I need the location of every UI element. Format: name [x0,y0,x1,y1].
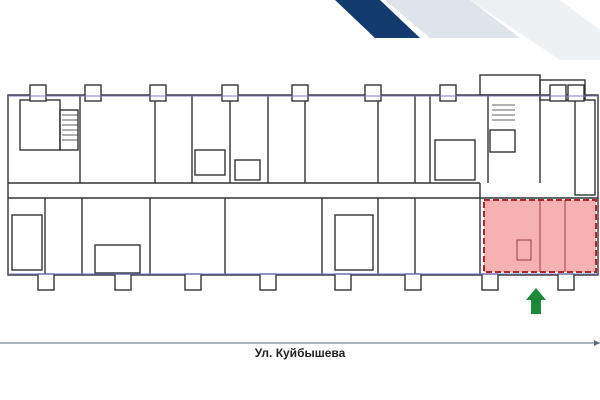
street-label: Ул. Куйбышева [254,346,346,360]
stripe-light [385,0,520,38]
floor-plan [7,74,599,314]
stripe-light-2 [470,0,600,60]
street-line [0,340,600,346]
entrance-arrow-icon [526,288,546,314]
corner-stripes [335,0,600,60]
stripe-dark [335,0,420,38]
